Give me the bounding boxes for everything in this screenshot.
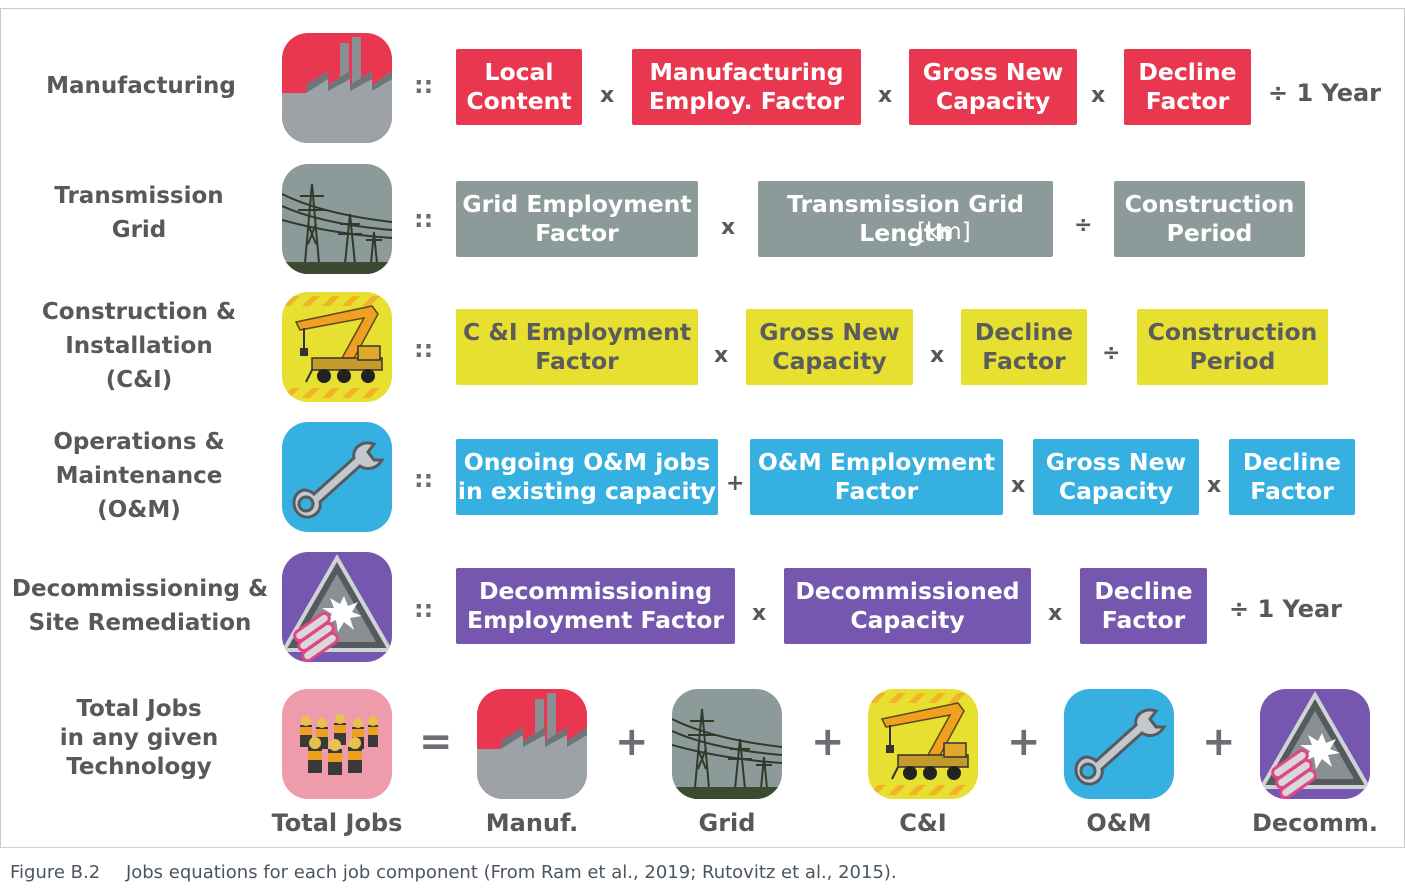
caption-grid: Grid bbox=[698, 809, 756, 837]
figure-number: Figure B.2 bbox=[10, 862, 101, 883]
operator-multiply: x bbox=[721, 215, 736, 240]
factory-icon bbox=[477, 689, 587, 799]
term-ci-employment-factor: C &I Employment Factor bbox=[456, 309, 698, 385]
caption-total-jobs: Total Jobs bbox=[271, 809, 403, 837]
term-local-content: Local Content bbox=[456, 49, 582, 125]
row-label-manufacturing: Manufacturing bbox=[46, 73, 236, 99]
term-manufacturing-employ-factor: Manufacturing Employ. Factor bbox=[632, 49, 861, 125]
operator-multiply: x bbox=[1091, 83, 1106, 108]
term-construction-period: Construction Period bbox=[1114, 181, 1305, 257]
operator-multiply: x bbox=[752, 601, 767, 626]
term-ongoing-om-jobs: Ongoing O&M jobs in existing capacity bbox=[456, 439, 718, 515]
operator-divide: ÷ bbox=[1102, 341, 1121, 366]
operator-multiply: x bbox=[1011, 473, 1026, 498]
crane-icon bbox=[868, 689, 978, 799]
term-construction-period: Construction Period bbox=[1137, 309, 1328, 385]
row-label-decommissioning: Decommissioning & Site Remediation bbox=[11, 576, 269, 636]
suffix-per-year: ÷ 1 Year bbox=[1229, 595, 1343, 623]
operator-plus: + bbox=[726, 471, 745, 496]
crane-icon bbox=[282, 292, 392, 402]
term-gross-new-capacity: Gross New Capacity bbox=[746, 309, 913, 385]
term-decommissioning-employment-factor: Decommissioning Employment Factor bbox=[456, 568, 735, 644]
row-separator: :: bbox=[414, 595, 434, 623]
caption-om: O&M bbox=[1086, 809, 1152, 837]
row-separator: :: bbox=[414, 205, 434, 233]
term-grid-employment-factor: Grid Employment Factor bbox=[456, 181, 698, 257]
term-decline-factor: Decline Factor bbox=[1080, 568, 1207, 644]
operator-plus: + bbox=[811, 719, 845, 765]
operator-multiply: x bbox=[600, 83, 615, 108]
term-decommissioned-capacity: Decommissioned Capacity bbox=[784, 568, 1031, 644]
unit-km: [km] bbox=[917, 219, 971, 245]
power-lines-icon bbox=[672, 689, 782, 799]
operator-divide: ÷ bbox=[1074, 213, 1093, 238]
operator-multiply: x bbox=[714, 343, 729, 368]
operator-plus: + bbox=[615, 719, 649, 765]
row-separator: :: bbox=[414, 71, 434, 99]
row-label-operations-maintenance: Operations & Maintenance (O&M) bbox=[53, 429, 225, 523]
term-gross-new-capacity: Gross New Capacity bbox=[909, 49, 1077, 125]
power-lines-icon bbox=[282, 164, 392, 274]
factory-icon bbox=[282, 33, 392, 143]
row-separator: :: bbox=[414, 335, 434, 363]
operator-plus: + bbox=[1007, 719, 1041, 765]
row-label-total-jobs: Total Jobs in any given Technology bbox=[59, 696, 219, 780]
caption-ci: C&I bbox=[899, 809, 947, 837]
term-om-employment-factor: O&M Employment Factor bbox=[750, 439, 1003, 515]
operator-multiply: x bbox=[930, 343, 945, 368]
term-decline-factor: Decline Factor bbox=[1229, 439, 1355, 515]
row-label-construction-installation: Construction & Installation (C&I) bbox=[41, 299, 237, 393]
suffix-per-year: ÷ 1 Year bbox=[1268, 79, 1382, 107]
workers-icon bbox=[282, 689, 392, 799]
term-decline-factor: Decline Factor bbox=[1124, 49, 1251, 125]
wrench-icon bbox=[1064, 689, 1174, 799]
operator-multiply: x bbox=[878, 83, 893, 108]
wrench-icon bbox=[282, 422, 392, 532]
explosion-warning-icon bbox=[1260, 689, 1370, 799]
figure-panel: Manufacturing :: Local Content x Manufac… bbox=[0, 8, 1405, 848]
operator-equals: = bbox=[419, 719, 453, 765]
row-label-transmission-grid: Transmission Grid bbox=[54, 183, 224, 243]
operator-multiply: x bbox=[1207, 473, 1222, 498]
term-transmission-grid-length-text: Transmission Grid Length bbox=[787, 190, 1024, 247]
row-separator: :: bbox=[414, 465, 434, 493]
term-gross-new-capacity: Gross New Capacity bbox=[1033, 439, 1199, 515]
term-transmission-grid-length: Transmission Grid Length bbox=[758, 181, 1053, 257]
caption-manuf: Manuf. bbox=[485, 809, 579, 837]
caption-decomm: Decomm. bbox=[1251, 809, 1379, 837]
operator-plus: + bbox=[1202, 719, 1236, 765]
term-decline-factor: Decline Factor bbox=[961, 309, 1087, 385]
figure-caption-text: Jobs equations for each job component (F… bbox=[125, 862, 897, 883]
figure-caption: Figure B.2 Jobs equations for each job c… bbox=[10, 862, 897, 883]
explosion-warning-icon bbox=[282, 552, 392, 662]
operator-multiply: x bbox=[1048, 601, 1063, 626]
